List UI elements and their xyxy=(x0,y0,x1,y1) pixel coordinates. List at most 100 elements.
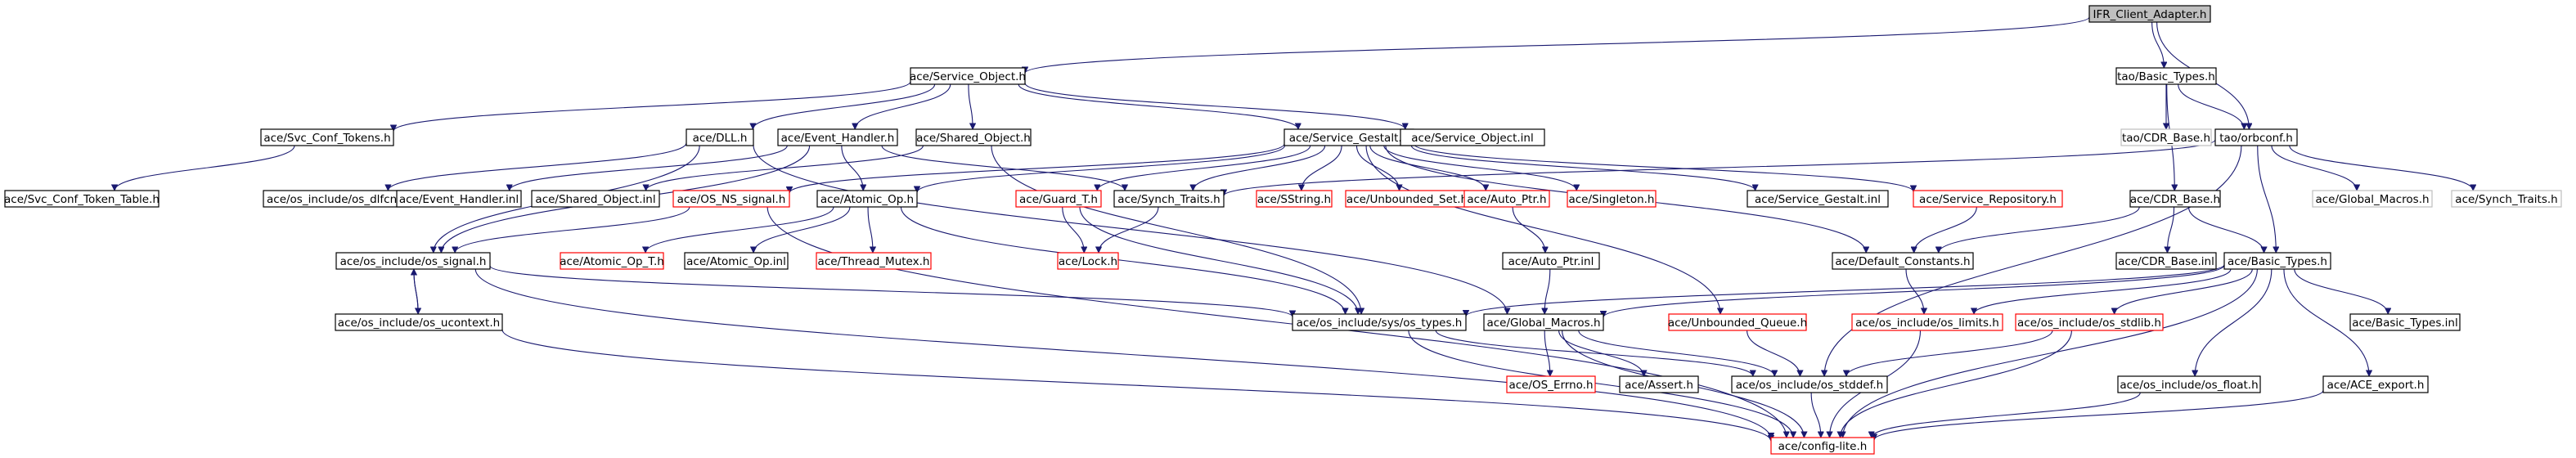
node-osnssignal[interactable]: ace/OS_NS_signal.h xyxy=(672,190,790,208)
edge-osstdlib-to-osstddef xyxy=(1846,330,2053,377)
edge-basictypes_ace-to-osstdlib xyxy=(2115,268,2253,315)
node-basictypesinl[interactable]: ace/Basic_Types.inl xyxy=(2349,313,2461,331)
node-label: ace/Atomic_Op.inl xyxy=(686,255,786,268)
node-aceexport[interactable]: ace/ACE_export.h xyxy=(2322,375,2429,393)
node-label: IFR_Client_Adapter.h xyxy=(2093,8,2207,21)
node-systypes[interactable]: ace/os_include/sys/os_types.h xyxy=(1292,313,1467,331)
nodes-layer: IFR_Client_Adapter.h ace/Service_Object.h… xyxy=(4,5,2562,455)
edge-autoptrinl-to-globalmacros xyxy=(1544,268,1551,314)
node-atomicopt[interactable]: ace/Atomic_Op_T.h xyxy=(560,252,664,270)
node-svcconftokens[interactable]: ace/Svc_Conf_Tokens.h xyxy=(260,128,394,146)
node-sharedobjinl[interactable]: ace/Shared_Object.inl xyxy=(531,190,660,208)
node-box xyxy=(2088,5,2211,23)
node-box xyxy=(335,252,491,270)
node-svcgestalt[interactable]: ace/Service_Gestalt.h xyxy=(1284,128,1414,146)
node-box xyxy=(396,190,522,208)
node-label: ace/Auto_Ptr.h xyxy=(1467,193,1546,206)
node-box xyxy=(2349,313,2461,331)
node-eventhandlerinl[interactable]: ace/Event_Handler.inl xyxy=(396,190,522,208)
node-eventhandler[interactable]: ace/Event_Handler.h xyxy=(777,128,898,146)
node-svcrepo[interactable]: ace/Service_Repository.h xyxy=(1913,190,2063,208)
edge-osnssignal-to-ossignal xyxy=(455,206,690,254)
node-unboundedqueue[interactable]: ace/Unbounded_Queue.h xyxy=(1668,313,1807,331)
node-ossignal[interactable]: ace/os_include/os_signal.h xyxy=(335,252,491,270)
node-osfloat[interactable]: ace/os_include/os_float.h xyxy=(2117,375,2261,393)
node-label: ace/ACE_export.h xyxy=(2327,379,2425,392)
node-globalmacros_gray[interactable]: ace/Global_Macros.h xyxy=(2312,190,2433,208)
edge-cdrbase_ace-to-defaultconstants xyxy=(1939,206,2140,254)
edge-svcgestalt-to-singleton xyxy=(1383,145,1576,191)
node-synchtraits[interactable]: ace/Synch_Traits.h xyxy=(1113,190,1225,208)
edge-ossignal-to-configlite xyxy=(474,268,1771,439)
node-label: ace/DLL.h xyxy=(693,132,748,145)
node-box xyxy=(2451,190,2562,208)
node-root[interactable]: IFR_Client_Adapter.h xyxy=(2088,5,2211,23)
node-box xyxy=(2015,313,2164,331)
node-basictypes_tao[interactable]: tao/Basic_Types.h xyxy=(2115,67,2217,85)
node-dlfcn[interactable]: ace/os_include/os_dlfcn.h xyxy=(263,190,411,208)
node-label: tao/Basic_Types.h xyxy=(2117,70,2215,83)
node-synchtraits_gray[interactable]: ace/Synch_Traits.h xyxy=(2451,190,2562,208)
node-svcobjinl[interactable]: ace/Service_Object.inl xyxy=(1400,128,1545,146)
node-svcobj[interactable]: ace/Service_Object.h xyxy=(910,67,1026,85)
node-box xyxy=(1502,252,1600,270)
node-label: ace/os_include/os_signal.h xyxy=(340,255,487,268)
edge-ossignal-to-systypes xyxy=(489,265,1292,317)
node-box xyxy=(1483,313,1604,331)
node-oserrno[interactable]: ace/OS_Errno.h xyxy=(1506,375,1596,393)
node-singleton[interactable]: ace/Singleton.h xyxy=(1567,190,1657,208)
node-box xyxy=(2117,375,2261,393)
node-svcgestaltinl[interactable]: ace/Service_Gestalt.inl xyxy=(1747,190,1889,208)
node-label: ace/OS_NS_signal.h xyxy=(677,193,786,206)
edge-basictypes_ace-to-globalmacros xyxy=(1603,264,2225,318)
node-globalmacros[interactable]: ace/Global_Macros.h xyxy=(1483,313,1604,331)
node-orbconf[interactable]: tao/orbconf.h xyxy=(2214,128,2298,146)
node-label: ace/Default_Constants.h xyxy=(1835,255,1970,268)
edge-svcobj-to-svcgestalt xyxy=(1018,83,1298,130)
edge-root-to-svcobj xyxy=(1025,16,2090,74)
node-box xyxy=(1463,190,1550,208)
node-unboundedset[interactable]: ace/Unbounded_Set.h xyxy=(1345,190,1469,208)
node-atomicopinl[interactable]: ace/Atomic_Op.inl xyxy=(684,252,789,270)
node-box xyxy=(915,128,1032,146)
edge-autoptr-to-autoptrinl xyxy=(1512,206,1545,253)
node-box xyxy=(2120,128,2212,146)
edge-basictypes_tao-to-orbconf xyxy=(2178,83,2245,130)
node-defaultconstants[interactable]: ace/Default_Constants.h xyxy=(1832,252,1974,270)
node-threadmutex[interactable]: ace/Thread_Mutex.h xyxy=(816,252,932,270)
node-box xyxy=(2115,252,2217,270)
edge-globalmacros-to-assert xyxy=(1558,330,1644,377)
node-box xyxy=(672,190,790,208)
edge-osucontext-to-configlite xyxy=(501,329,1771,441)
node-configlite[interactable]: ace/config-lite.h xyxy=(1770,437,1875,455)
edge-atomicop-to-systypes xyxy=(900,206,1345,314)
node-dll[interactable]: ace/DLL.h xyxy=(686,128,754,146)
node-oslimits[interactable]: ace/os_include/os_limits.h xyxy=(1851,313,2003,331)
node-guardt[interactable]: ace/Guard_T.h xyxy=(1015,190,1102,208)
node-assert[interactable]: ace/Assert.h xyxy=(1619,375,1699,393)
node-atomicop[interactable]: ace/Atomic_Op.h xyxy=(816,190,918,208)
node-label: ace/CDR_Base.inl xyxy=(2118,255,2214,268)
node-osstdlib[interactable]: ace/os_include/os_stdlib.h xyxy=(2015,313,2164,331)
node-label: ace/Atomic_Op_T.h xyxy=(560,255,664,268)
node-label: ace/Synch_Traits.h xyxy=(2455,193,2557,206)
node-osstddef[interactable]: ace/os_include/os_stddef.h xyxy=(1731,375,1888,393)
node-label: ace/os_include/os_stddef.h xyxy=(1736,379,1883,392)
node-box xyxy=(260,128,394,146)
node-svcconftokentable[interactable]: ace/Svc_Conf_Token_Table.h xyxy=(4,190,160,208)
node-cdrbase_ace[interactable]: ace/CDR_Base.h xyxy=(2129,190,2221,208)
node-lock[interactable]: ace/Lock.h xyxy=(1057,252,1119,270)
node-cdrbase_tao[interactable]: tao/CDR_Base.h xyxy=(2120,128,2212,146)
node-cdrbaseinl[interactable]: ace/CDR_Base.inl xyxy=(2115,252,2217,270)
node-autoptr[interactable]: ace/Auto_Ptr.h xyxy=(1463,190,1550,208)
node-sstring[interactable]: ace/SString.h xyxy=(1256,190,1333,208)
node-basictypes_ace[interactable]: ace/Basic_Types.h xyxy=(2223,252,2331,270)
node-sharedobj[interactable]: ace/Shared_Object.h xyxy=(915,128,1032,146)
node-box xyxy=(1567,190,1657,208)
node-label: ace/Thread_Mutex.h xyxy=(818,255,930,268)
node-box xyxy=(910,67,1026,85)
edge-aceexport-to-configlite xyxy=(1874,389,2324,441)
node-autoptrinl[interactable]: ace/Auto_Ptr.inl xyxy=(1502,252,1600,270)
node-osucontext[interactable]: ace/os_include/os_ucontext.h xyxy=(335,313,503,331)
